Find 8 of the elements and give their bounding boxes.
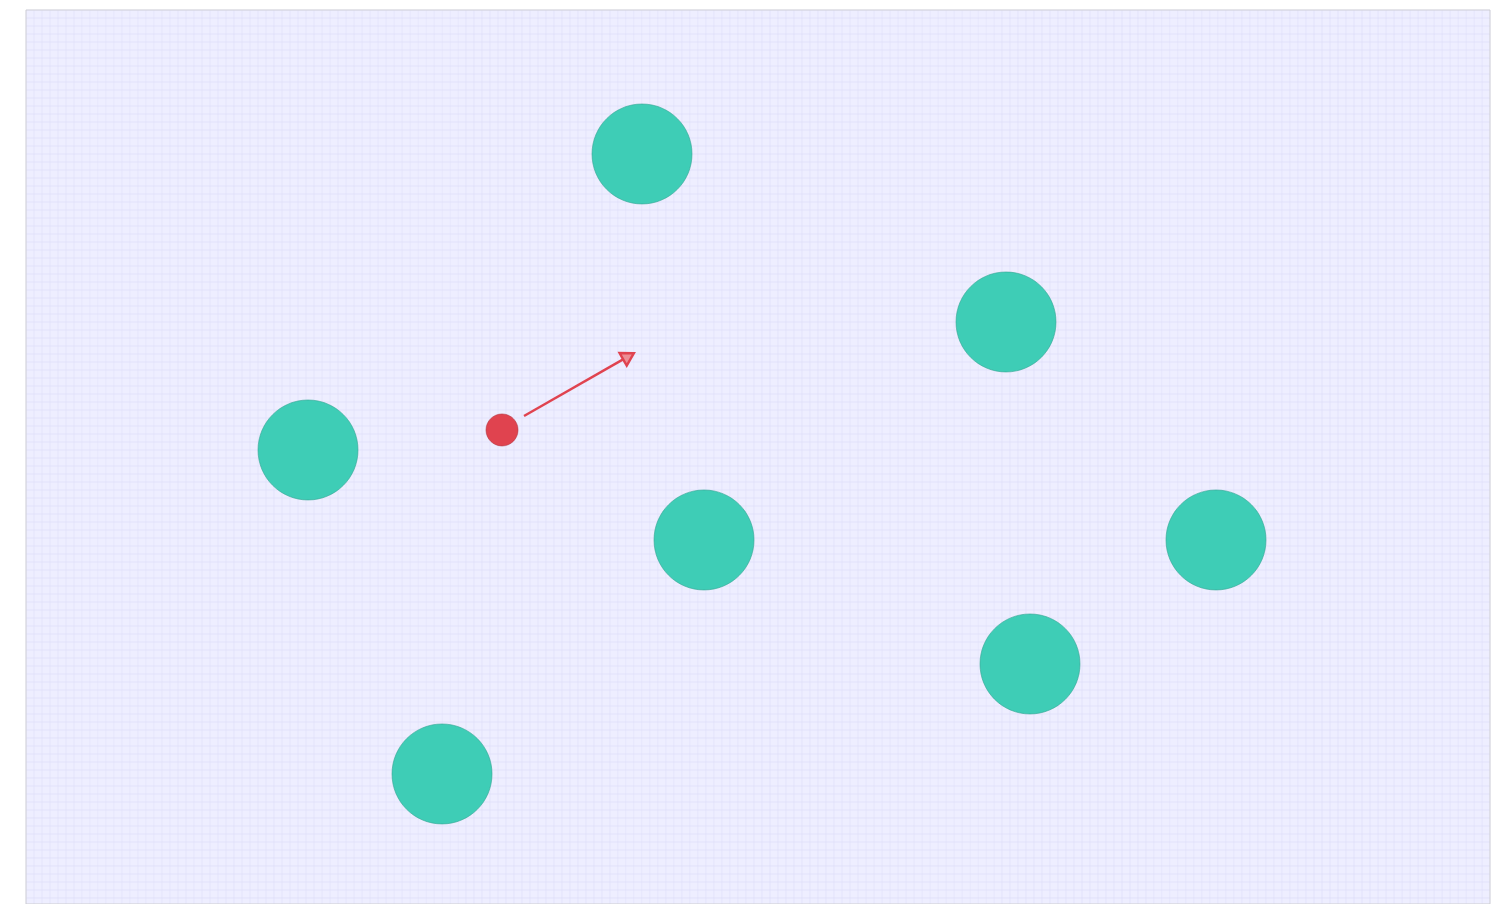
- circle: [979, 613, 1081, 715]
- circle: [955, 271, 1057, 373]
- circle: [257, 399, 359, 501]
- circle: [591, 103, 693, 205]
- circle: [653, 489, 755, 591]
- dot: [485, 413, 519, 447]
- circle: [391, 723, 493, 825]
- circle: [1165, 489, 1267, 591]
